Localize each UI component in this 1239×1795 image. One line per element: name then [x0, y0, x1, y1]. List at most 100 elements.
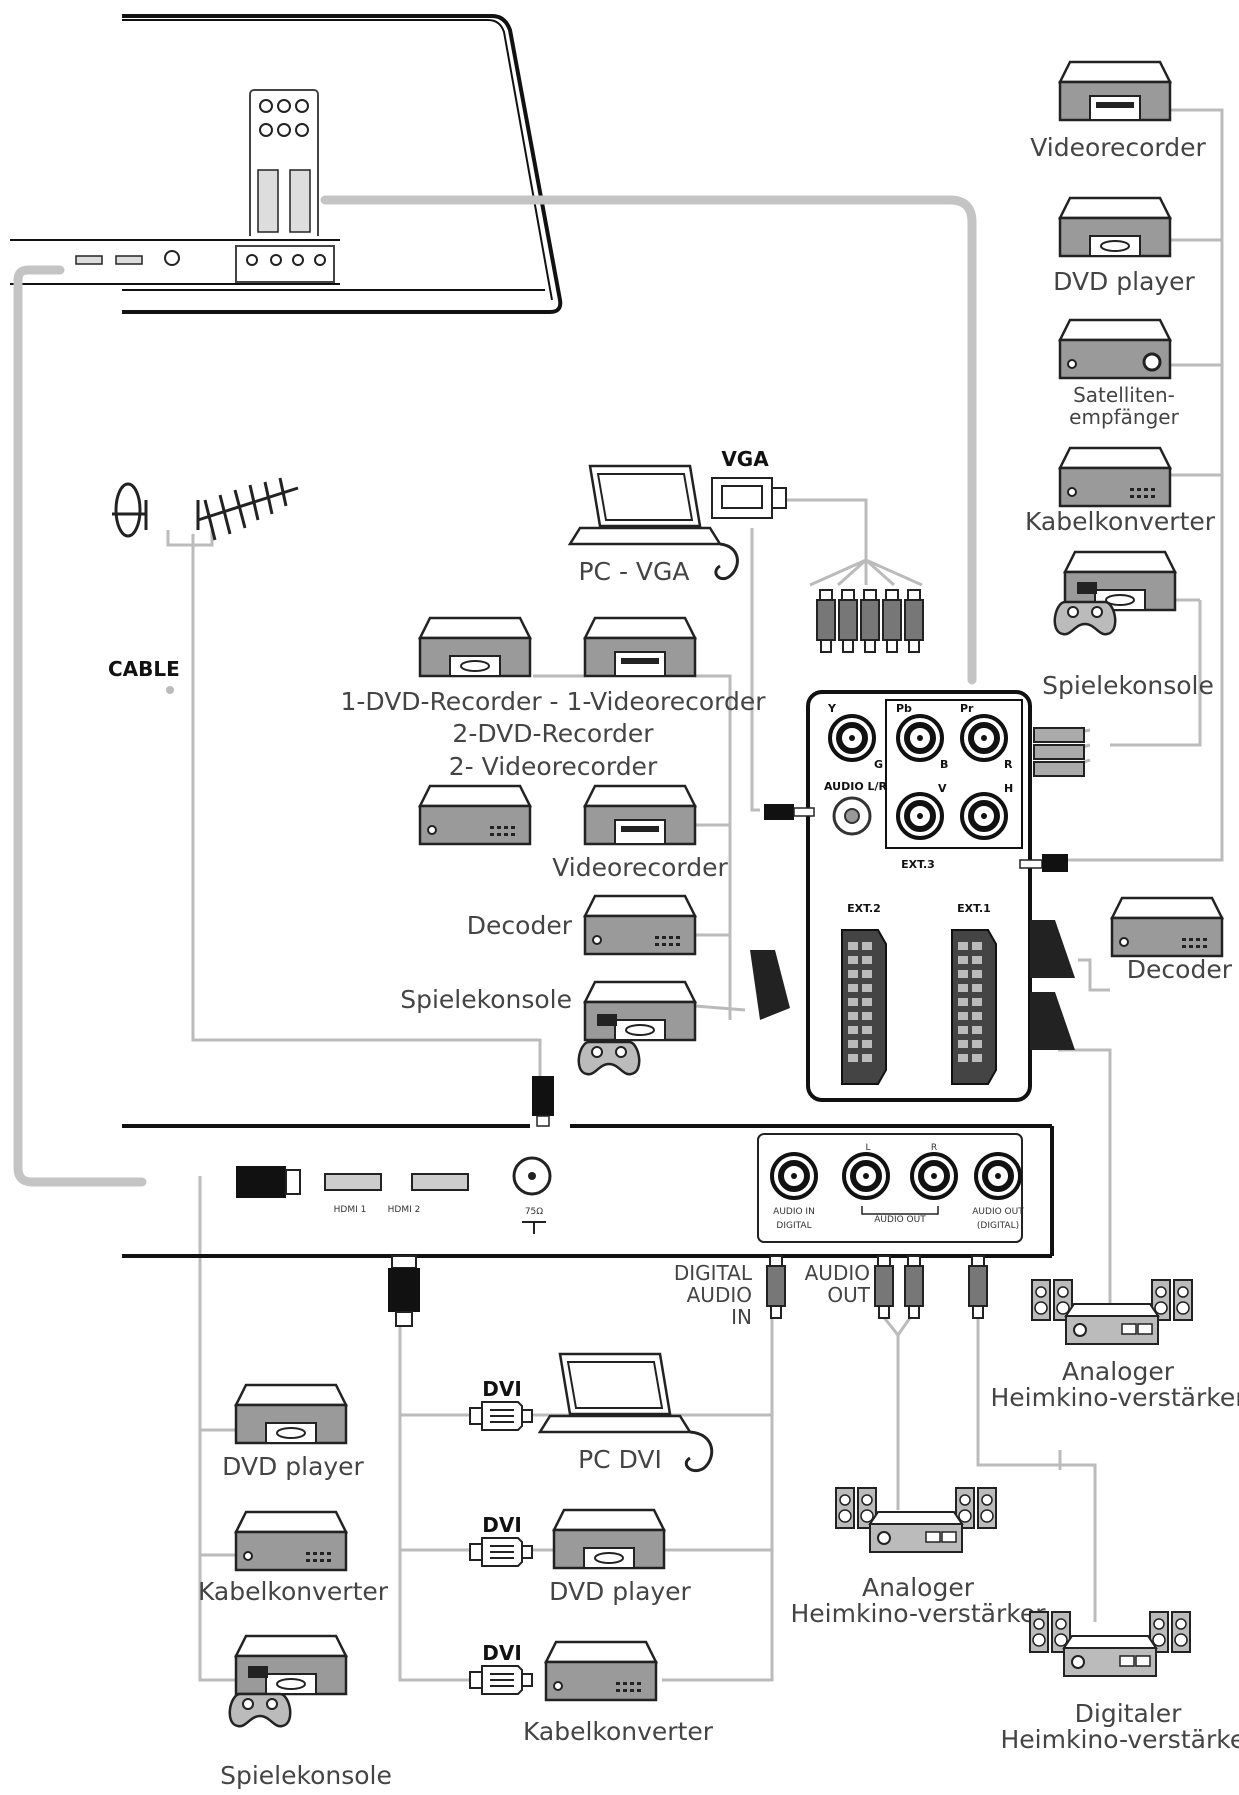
label-videorecorder-right: Videorecorder — [1030, 133, 1206, 162]
label-analog-mid-1: Analoger — [862, 1573, 975, 1602]
label-dvi-3: DVI — [482, 1641, 522, 1665]
port-hdmi1: HDMI 1 — [334, 1205, 367, 1215]
dvd-player-dvi — [552, 1508, 666, 1570]
label-dvd-left: DVD player — [222, 1452, 364, 1481]
hdmi-plug-bottom — [388, 1255, 420, 1327]
vga-plug-icon — [711, 477, 787, 519]
decoder-right — [1110, 896, 1224, 958]
port-ext1: EXT.1 — [957, 902, 991, 915]
label-audio-out-1: AUDIO — [805, 1261, 870, 1285]
label-digital-amp-1: Digitaler — [1075, 1699, 1182, 1728]
port-75ohm: 75Ω — [525, 1207, 543, 1217]
port-r2: R — [931, 1143, 937, 1153]
scart-plug-right-bottom — [1030, 992, 1075, 1050]
label-kabel-left: Kabelkonverter — [198, 1577, 389, 1606]
component-plugs-icon — [816, 589, 924, 653]
analog-amp-right — [1031, 1279, 1193, 1345]
port-v: V — [938, 782, 947, 795]
port-h: H — [1004, 782, 1013, 795]
port-ext3: EXT.3 — [901, 858, 935, 871]
label-pc-dvi: PC DVI — [578, 1445, 662, 1474]
digital-amp — [1029, 1611, 1191, 1677]
hdmi-plug-left — [236, 1166, 301, 1198]
label-vga: VGA — [721, 447, 769, 471]
label-digital-amp-2: Heimkino-verstärker — [1001, 1725, 1239, 1754]
scart-ribbon — [320, 195, 977, 685]
set-top-box-mid — [418, 784, 532, 846]
component-plugs-right — [1033, 727, 1085, 777]
cable-converter-right — [1058, 446, 1172, 508]
game-console-mid — [577, 980, 697, 1076]
port-audio-out: AUDIO OUT — [874, 1215, 926, 1225]
cable-converter-dvi — [544, 1640, 658, 1702]
label-digital-audio-in-3: IN — [731, 1305, 752, 1329]
label-dvi-2: DVI — [482, 1513, 522, 1537]
label-dvd-dvi: DVD player — [549, 1577, 691, 1606]
label-spiel-right: Spielekonsole — [1042, 671, 1214, 700]
antenna-plug — [532, 1076, 554, 1127]
videorecorder-mid — [583, 784, 697, 846]
audio-plug-right — [1019, 854, 1068, 872]
label-analog-right-2: Heimkino-verstärker — [991, 1383, 1239, 1412]
antenna-icon — [112, 477, 299, 541]
port-audio-lr: AUDIO L/R — [824, 780, 888, 793]
tv-bottom-panel: AUDIO IN DIGITAL AUDIO OUT L R AUDIO OUT… — [122, 1124, 1054, 1258]
label-digital-audio-in-1: DIGITAL — [674, 1261, 753, 1285]
label-spiel-left: Spielekonsole — [220, 1761, 392, 1790]
label-dvdrec-2: 2-DVD-Recorder — [452, 719, 654, 748]
label-dvd-right: DVD player — [1053, 267, 1195, 296]
label-videorecorder-mid: Videorecorder — [552, 853, 728, 882]
dvd-player-right — [1058, 196, 1172, 258]
port-l: L — [865, 1143, 870, 1153]
scart-plug-left — [750, 950, 790, 1020]
game-console-left — [228, 1634, 348, 1728]
port-audio-in-1: AUDIO IN — [773, 1207, 815, 1217]
game-console-right — [1053, 550, 1177, 636]
ext-panel: Y Pb Pr G B R V H AUDIO L/R EXT.3 EXT.2 … — [806, 690, 1032, 1102]
satellite-receiver — [1058, 318, 1172, 380]
pc-dvi-laptop — [538, 1352, 714, 1473]
dvi-plug-3 — [469, 1665, 533, 1695]
dvi-plug-1 — [469, 1401, 533, 1431]
port-b: B — [940, 758, 948, 771]
dvd-recorder-1 — [418, 616, 532, 678]
analog-amp-mid — [835, 1487, 997, 1553]
cable-converter-left — [234, 1510, 348, 1572]
port-y: Y — [827, 702, 837, 715]
dvd-recorder-2 — [583, 616, 697, 678]
wires — [166, 108, 1224, 1682]
port-audio-out-d1: AUDIO OUT — [972, 1207, 1024, 1217]
label-kabel-dvi: Kabelkonverter — [523, 1717, 714, 1746]
label-decoder-right: Decoder — [1127, 955, 1233, 984]
port-pb: Pb — [896, 702, 912, 715]
port-r: R — [1004, 758, 1013, 771]
label-digital-audio-in-2: AUDIO — [687, 1283, 752, 1307]
port-pr: Pr — [960, 702, 974, 715]
decoder-mid — [583, 894, 697, 956]
label-analog-right-1: Analoger — [1062, 1357, 1175, 1386]
port-audio-in-2: DIGITAL — [776, 1221, 811, 1231]
videorecorder-right — [1058, 60, 1172, 122]
dvi-plug-2 — [469, 1537, 533, 1567]
port-hdmi2: HDMI 2 — [388, 1205, 421, 1215]
tv-back-top — [10, 14, 563, 314]
label-sat-2: empfänger — [1069, 405, 1179, 429]
scart-plug-right-top — [1030, 920, 1075, 978]
pc-vga-laptop — [568, 464, 739, 581]
label-dvi-1: DVI — [482, 1377, 522, 1401]
label-dvdrec-3: 2- Videorecorder — [449, 752, 658, 781]
port-ext2: EXT.2 — [847, 902, 881, 915]
port-g: G — [874, 758, 883, 771]
label-analog-mid-2: Heimkino-verstärker — [791, 1599, 1047, 1628]
dvd-player-left — [234, 1383, 348, 1445]
hdmi-ribbon — [13, 265, 147, 1187]
label-sat-1: Satelliten- — [1073, 383, 1175, 407]
label-kabel-right: Kabelkonverter — [1025, 507, 1216, 536]
label-audio-out-2: OUT — [827, 1283, 870, 1307]
label-pc-vga: PC - VGA — [578, 557, 689, 586]
label-dvdrec-1: 1-DVD-Recorder - 1-Videorecorder — [340, 687, 766, 716]
label-decoder-mid: Decoder — [467, 911, 573, 940]
audio-plug-left — [764, 804, 815, 820]
